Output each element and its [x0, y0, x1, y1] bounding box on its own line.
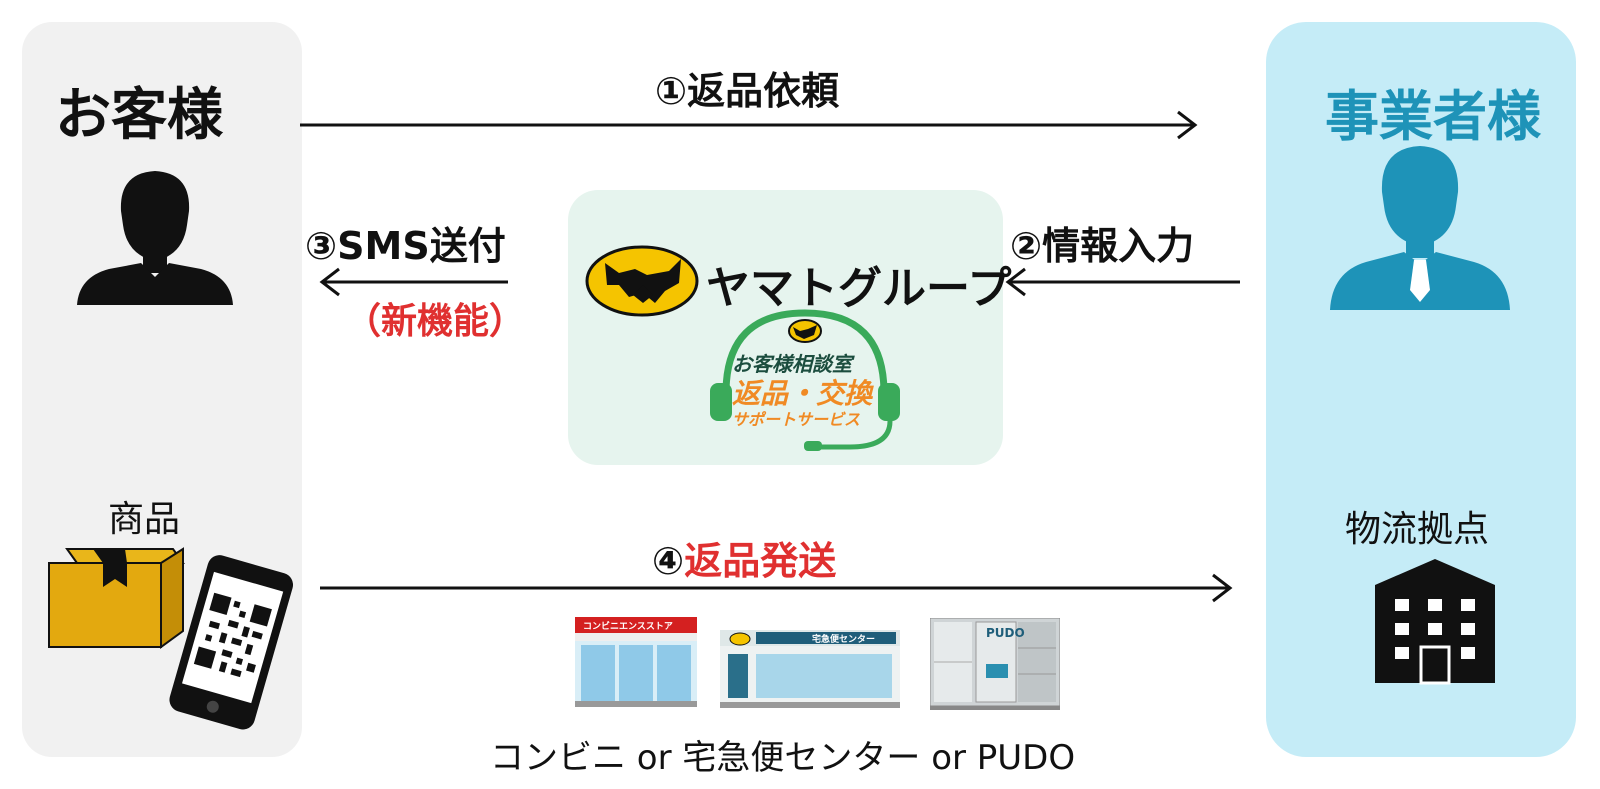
hub-label: 物流拠点 [1345, 509, 1490, 550]
step1-label: ①返品依頼 [655, 69, 840, 113]
support-line3: サポートサービス [732, 410, 861, 429]
step4-text: 返品発送 [684, 539, 837, 583]
business-title: 事業者様 [1325, 85, 1541, 148]
convenience-store-icon: コンビニエンスストア [575, 617, 697, 707]
store1-sign: コンビニエンスストア [583, 622, 673, 632]
yamato-cat-logo-icon [585, 245, 699, 317]
store3-sign: PUDO [986, 626, 1025, 640]
package-box-icon [48, 547, 185, 649]
building-icon [1375, 559, 1495, 685]
yamato-center-box [568, 190, 1003, 465]
smartphone-qr-icon [169, 555, 294, 730]
step4-label: ④返品発送 [652, 530, 836, 585]
step4-number: ④ [652, 539, 685, 583]
step3-label: ③SMS送付 [305, 224, 506, 268]
headset-icon [710, 309, 900, 451]
customer-person-icon [77, 171, 233, 305]
support-line1: お客様相談室 [732, 352, 852, 376]
new-feature-note: （新機能） [345, 301, 526, 342]
product-label: 商品 [108, 499, 181, 540]
yamato-brand-text: ヤマトグループ [706, 263, 1012, 314]
pudo-locker-icon: PUDO [929, 617, 1061, 710]
store2-sign: 宅急便センター [812, 635, 876, 645]
business-person-icon [1330, 146, 1510, 310]
support-line2: 返品・交換 [732, 377, 873, 410]
delivery-center-icon: 宅急便センター [720, 630, 900, 708]
dropoff-caption: コンビニ or 宅急便センター or PUDO [490, 738, 1076, 778]
step2-label: ②情報入力 [1010, 224, 1195, 268]
customer-title: お客様 [55, 83, 223, 148]
